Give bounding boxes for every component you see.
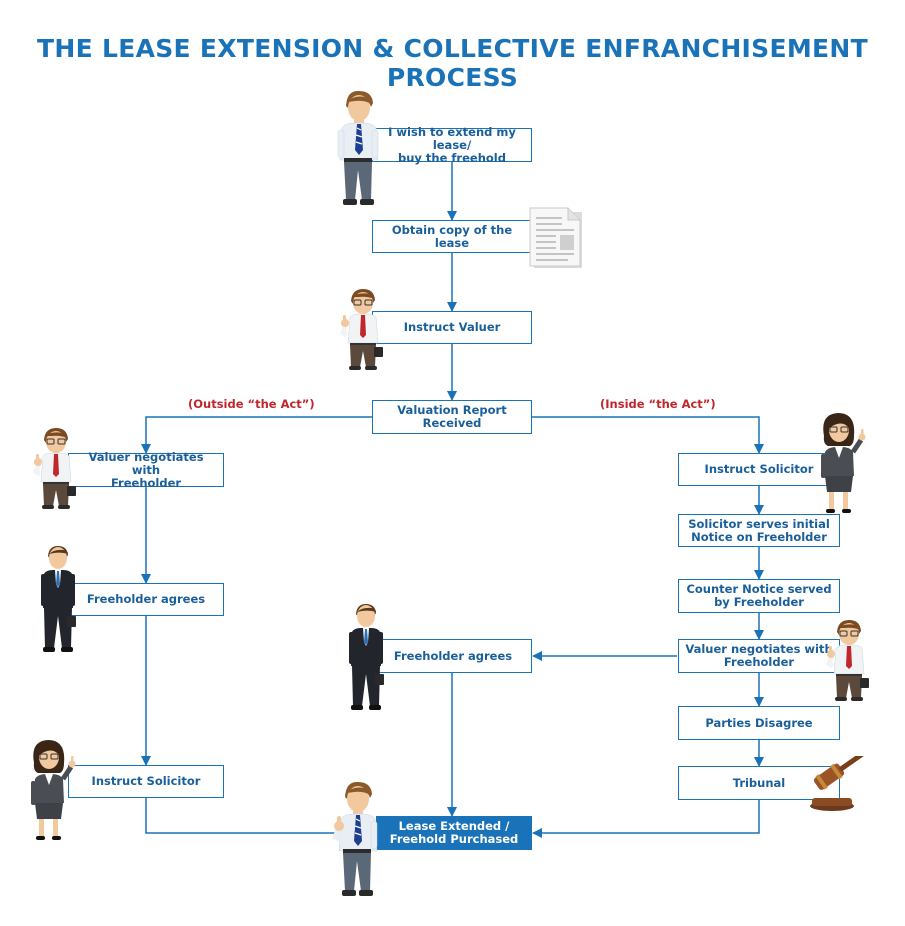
lease-document-icon xyxy=(529,207,582,268)
branch-label-outside: (Outside “the Act”) xyxy=(188,397,315,411)
freeholder-suit-icon xyxy=(41,546,76,652)
page-title: THE LEASE EXTENSION & COLLECTIVE ENFRANC… xyxy=(37,34,868,92)
businessman-icon xyxy=(337,90,379,205)
box-instruct-valuer: Instruct Valuer xyxy=(372,311,532,344)
box-final-outcome: Lease Extended / Freehold Purchased xyxy=(376,816,532,850)
valuer-thumbs-up-icon xyxy=(826,620,869,701)
freeholder-suit-icon xyxy=(349,604,384,710)
box-right-valuer-negotiates: Valuer negotiates with Freeholder xyxy=(678,639,840,673)
box-left-freeholder-agrees: Freeholder agrees xyxy=(68,583,224,616)
box-parties-disagree: Parties Disagree xyxy=(678,706,840,740)
arrow-left-solicitor-to-final xyxy=(145,798,377,838)
businessman-icon xyxy=(332,781,378,896)
branch-label-inside: (Inside “the Act”) xyxy=(600,397,716,411)
box-valuation-report: Valuation Report Received xyxy=(372,400,532,434)
box-left-instruct-solicitor: Instruct Solicitor xyxy=(68,765,224,798)
arrow-report-to-right xyxy=(531,416,764,454)
box-obtain-copy: Obtain copy of the lease xyxy=(372,220,532,253)
solicitor-woman-icon xyxy=(821,413,866,513)
box-tribunal: Tribunal xyxy=(678,766,840,800)
box-counter-notice: Counter Notice served by Freeholder xyxy=(678,579,840,613)
box-wish: I wish to extend my lease/ buy the freeh… xyxy=(372,125,532,164)
box-left-valuer-negotiates: Valuer negotiates with Freeholder xyxy=(68,450,224,489)
arrow-report-to-left xyxy=(141,416,374,454)
box-right-instruct-solicitor: Instruct Solicitor xyxy=(678,453,840,486)
valuer-thumbs-up-icon xyxy=(340,289,383,370)
gavel-icon xyxy=(810,756,866,811)
solicitor-woman-icon xyxy=(31,740,76,840)
arrow-right-tribunal-to-final xyxy=(532,800,760,838)
box-middle-freeholder-agrees: Freeholder agrees xyxy=(374,639,532,673)
valuer-thumbs-up-icon xyxy=(33,428,76,509)
box-solicitor-serves: Solicitor serves initial Notice on Freeh… xyxy=(678,514,840,547)
